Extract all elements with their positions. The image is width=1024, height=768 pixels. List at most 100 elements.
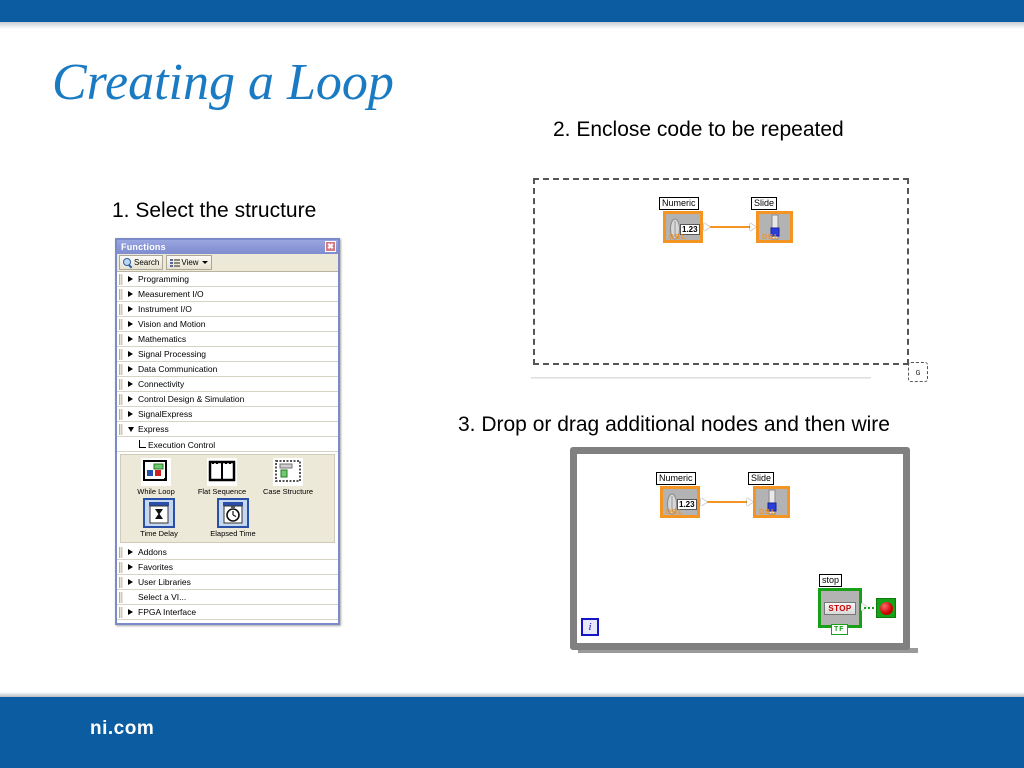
palette-item-label: Mathematics (138, 334, 187, 344)
case-structure-icon (273, 458, 303, 486)
palette-item-measurement-io[interactable]: Measurement I/O (117, 287, 338, 302)
stop-button-glyph: STOP (824, 601, 856, 615)
slide-terminal-label: Slide (751, 197, 778, 210)
numeric-value-3: 1.23 (677, 499, 697, 510)
palette-list: Programming Measurement I/O Instrument I… (117, 272, 338, 623)
drag-grip-icon (119, 273, 123, 285)
drag-grip-icon (119, 591, 123, 603)
view-button[interactable]: View (166, 255, 212, 270)
step-3-caption: 3. Drop or drag additional nodes and the… (458, 413, 890, 436)
drag-grip-icon (119, 333, 123, 345)
palette-icon-flat-sequence[interactable]: Flat Sequence (196, 458, 248, 496)
slide-glyph (770, 214, 779, 240)
time-delay-icon (143, 498, 175, 528)
palette-item-label: Data Communication (138, 364, 218, 374)
palette-item-favorites[interactable]: Favorites (117, 560, 338, 575)
while-loop-structure[interactable] (570, 447, 910, 650)
numeric-output-terminal-3 (701, 498, 707, 506)
wire-numeric-to-slide-3[interactable] (707, 501, 749, 503)
palette-item-label: Vision and Motion (138, 319, 206, 329)
palette-item-label: User Libraries (138, 577, 191, 587)
functions-palette-window[interactable]: Functions ✖ Search View Programming (115, 238, 340, 625)
drag-grip-icon (119, 363, 123, 375)
numeric-terminal-label: Numeric (659, 197, 699, 210)
while-loop-glyph (143, 460, 167, 481)
search-button[interactable]: Search (119, 255, 164, 270)
palette-item-user-libraries[interactable]: User Libraries (117, 575, 338, 590)
palette-item-label: FPGA Interface (138, 607, 197, 617)
footer-rule (0, 692, 1024, 697)
numeric-datatype-label: DBL (669, 234, 687, 241)
palette-item-label: Select a VI... (138, 592, 187, 602)
wire-stop-to-condition[interactable] (864, 607, 878, 609)
palette-item-mathematics[interactable]: Mathematics (117, 332, 338, 347)
slide-indicator-node-3[interactable]: DBL (753, 486, 790, 518)
drag-grip-icon (119, 408, 123, 420)
palette-item-label: Favorites (138, 562, 173, 572)
palette-item-select-a-vi[interactable]: Select a VI... (117, 590, 338, 605)
chevron-right-icon (126, 564, 135, 570)
palette-icon-time-delay[interactable]: Time Delay (133, 498, 185, 538)
express-icon-row-2: Time Delay (123, 498, 332, 538)
numeric-value: 1.23 (680, 224, 700, 235)
slide-input-terminal (750, 223, 756, 231)
numeric-terminal-node-3[interactable]: 1.23 DBL (660, 486, 700, 518)
iteration-terminal[interactable]: i (581, 618, 599, 636)
drag-cursor-icon: ɢ (908, 362, 928, 382)
flat-sequence-icon (207, 458, 237, 486)
wire-numeric-to-slide[interactable] (710, 226, 752, 228)
selection-rectangle[interactable] (533, 178, 909, 365)
chevron-right-icon (126, 276, 135, 282)
palette-item-connectivity[interactable]: Connectivity (117, 377, 338, 392)
search-button-label: Search (134, 258, 160, 267)
drag-grip-icon (119, 318, 123, 330)
stop-terminal-label: stop (819, 574, 843, 587)
chevron-right-icon (126, 411, 135, 417)
chevron-right-icon (126, 366, 135, 372)
footer-bar (0, 697, 1024, 768)
palette-item-fpga-interface[interactable]: FPGA Interface (117, 605, 338, 620)
palette-icon-label: Time Delay (140, 529, 178, 538)
palette-item-execution-control[interactable]: Execution Control (117, 437, 338, 452)
stop-datatype-label: TF (831, 624, 848, 635)
palette-icon-case-structure[interactable]: Case Structure (262, 458, 314, 496)
flat-sequence-glyph (208, 460, 236, 482)
palette-item-label: Control Design & Simulation (138, 394, 245, 404)
loop-shadow-bottom (578, 648, 918, 653)
palette-subitem-label: Execution Control (148, 440, 216, 450)
palette-item-express[interactable]: Express (117, 422, 338, 437)
palette-icon-elapsed-time[interactable]: Elapsed Time (207, 498, 259, 538)
palette-item-label: Express (138, 424, 169, 434)
slide-datatype-label-3: DBL (759, 509, 777, 516)
drag-grip-icon (119, 606, 123, 618)
palette-titlebar: Functions ✖ (117, 240, 338, 254)
stopwatch-glyph (223, 502, 243, 524)
slide-terminal-label-3: Slide (748, 472, 775, 485)
palette-icon-label: While Loop (137, 487, 175, 496)
palette-icon-while-loop[interactable]: While Loop (130, 458, 182, 496)
selection-underline (531, 377, 871, 379)
palette-item-signal-processing[interactable]: Signal Processing (117, 347, 338, 362)
palette-item-programming[interactable]: Programming (117, 272, 338, 287)
stop-boolean-node[interactable]: STOP TF (818, 588, 862, 635)
hourglass-glyph (149, 502, 169, 524)
drag-grip-icon (119, 393, 123, 405)
palette-item-signalexpress[interactable]: SignalExpress (117, 407, 338, 422)
numeric-datatype-label-3: DBL (666, 509, 684, 516)
chevron-right-icon (126, 549, 135, 555)
header-shade (0, 22, 1024, 29)
close-icon[interactable]: ✖ (325, 241, 336, 252)
palette-item-vision-and-motion[interactable]: Vision and Motion (117, 317, 338, 332)
stop-sign-icon (879, 601, 893, 615)
palette-item-data-communication[interactable]: Data Communication (117, 362, 338, 377)
drag-grip-icon (119, 288, 123, 300)
palette-item-instrument-io[interactable]: Instrument I/O (117, 302, 338, 317)
drag-grip-icon (119, 561, 123, 573)
drag-grip-icon (119, 303, 123, 315)
palette-item-addons[interactable]: Addons (117, 545, 338, 560)
loop-condition-terminal[interactable] (876, 598, 896, 618)
palette-item-control-design-simulation[interactable]: Control Design & Simulation (117, 392, 338, 407)
numeric-terminal-node[interactable]: 1.23 DBL (663, 211, 703, 243)
slide-indicator-node[interactable]: DBL (756, 211, 793, 243)
chevron-right-icon (126, 351, 135, 357)
